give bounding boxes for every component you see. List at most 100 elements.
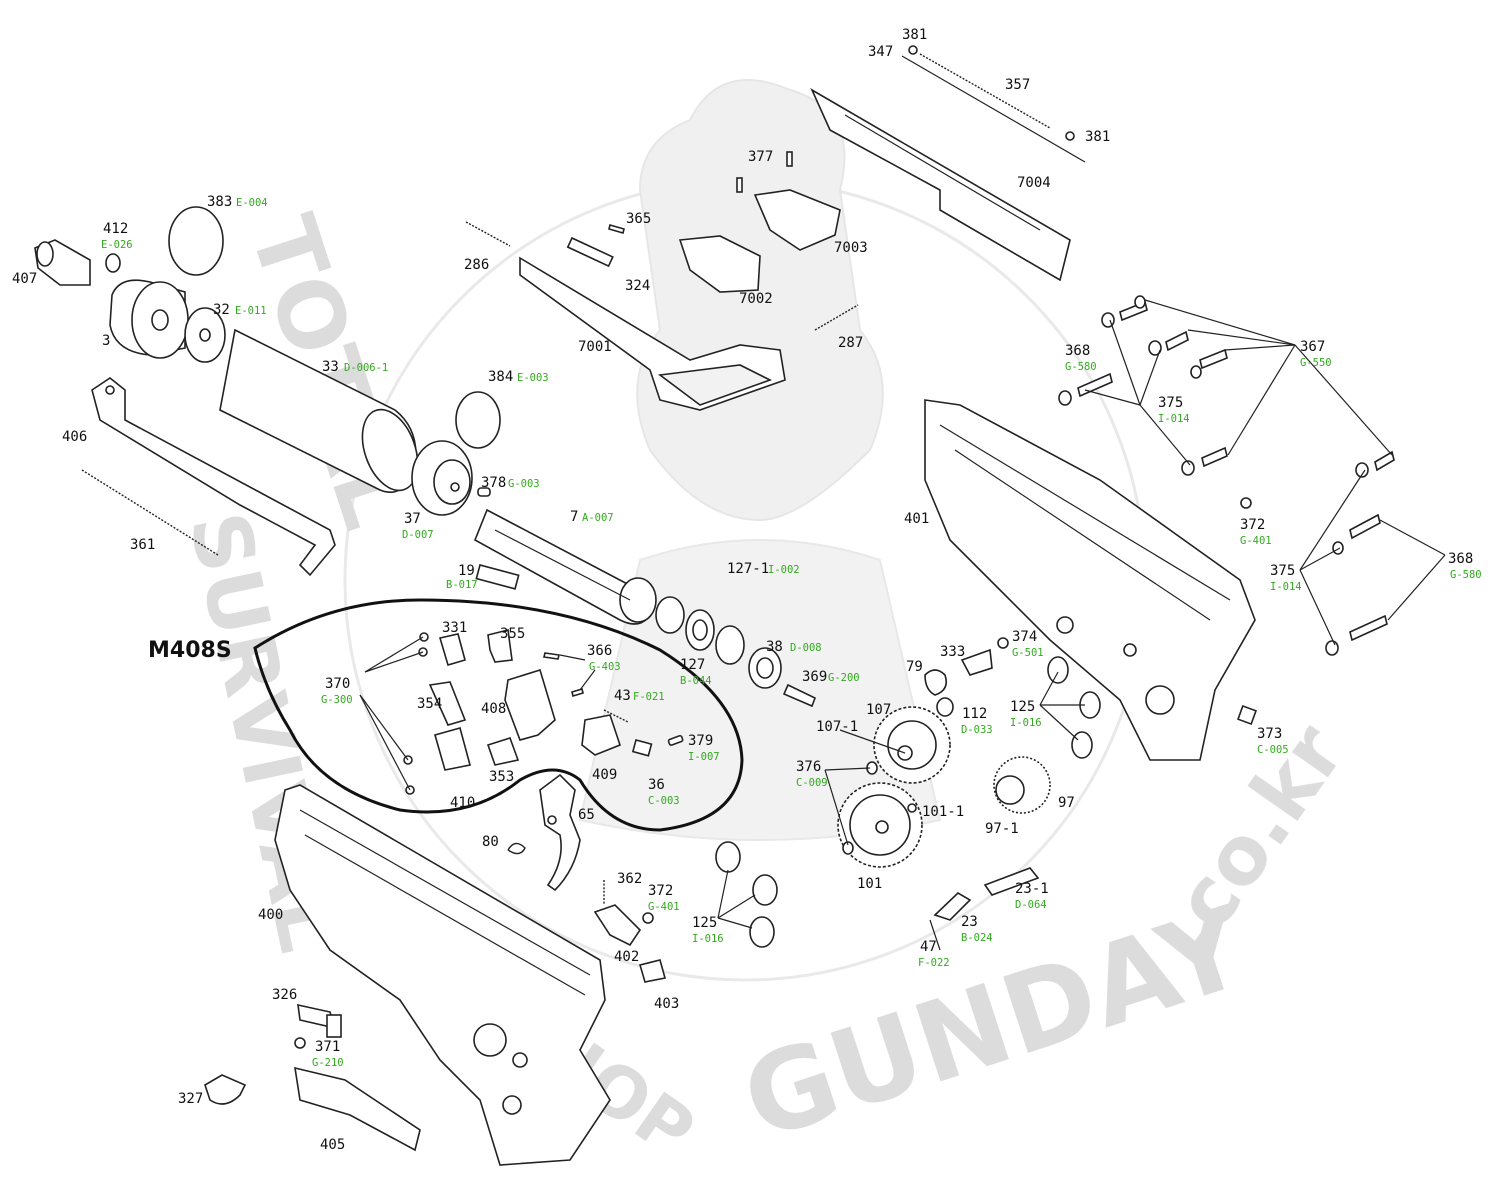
part-code: I-016: [692, 933, 724, 945]
part-label: 412: [103, 221, 129, 237]
part-label: 365: [626, 211, 652, 227]
part-code: G-401: [648, 901, 680, 913]
part-label: 101-1: [922, 804, 965, 820]
pin-369: [782, 683, 817, 708]
leader-lines-gears: [824, 671, 1085, 846]
part-code: B-024: [961, 932, 993, 944]
part-label: 327: [178, 1091, 204, 1107]
gear-97: [993, 756, 1051, 814]
part-code: G-403: [589, 661, 621, 673]
bottom-parts: [204, 1003, 421, 1152]
part-code: I-014: [1158, 413, 1190, 425]
small-parts-top: [465, 151, 859, 331]
part-label: 326: [272, 987, 298, 1003]
part-code: D-064: [1015, 899, 1047, 911]
part-label: 354: [417, 696, 443, 712]
part-code: G-580: [1065, 361, 1097, 373]
pin-378: [477, 487, 491, 497]
part-code: A-007: [582, 512, 614, 524]
parts-402-403: [593, 904, 667, 983]
part-label: 65: [578, 807, 595, 823]
part-code: E-011: [235, 305, 267, 317]
part-code: C-009: [796, 777, 828, 789]
part-label: 112: [962, 706, 988, 722]
latch-7002: [678, 235, 761, 293]
nozzle-407: [34, 239, 91, 286]
part-label: 377: [748, 149, 774, 165]
part-label: 362: [617, 871, 643, 887]
spring-361: [81, 469, 219, 556]
part-code: I-016: [1010, 717, 1042, 729]
part-label: 101: [857, 876, 883, 892]
part-label: 406: [62, 429, 88, 445]
piston-7: [473, 508, 657, 625]
part-label: 107: [866, 702, 892, 718]
part-label: 97: [1058, 795, 1075, 811]
part-code: G-210: [312, 1057, 344, 1069]
spring-80: [507, 842, 526, 855]
part-code: G-580: [1450, 569, 1482, 581]
part-label: 286: [464, 257, 490, 273]
part-label: 97-1: [985, 821, 1019, 837]
leader-lines-right: [1084, 299, 1446, 646]
part-label: 7003: [834, 240, 868, 256]
part-label: 127-1: [727, 561, 770, 577]
part-label: 23: [961, 914, 978, 930]
part-code: E-003: [517, 372, 549, 384]
part-label: 373: [1257, 726, 1283, 742]
part-label: 401: [904, 511, 930, 527]
part-code: G-501: [1012, 647, 1044, 659]
receiver-400: [274, 784, 611, 1166]
part-code: G-200: [828, 672, 860, 684]
part-label: 355: [500, 626, 526, 642]
part-code: I-002: [768, 564, 800, 576]
part-label: 370: [325, 676, 351, 692]
part-label: 378: [481, 475, 507, 491]
part-code: B-017: [446, 579, 478, 591]
part-code: F-021: [633, 691, 665, 703]
part-label: 47: [920, 939, 937, 955]
part-label: 333: [940, 644, 966, 660]
top-charging-rod: [901, 45, 1086, 163]
part-code: F-022: [918, 957, 950, 969]
part-label: 367: [1300, 339, 1326, 355]
part-label: 331: [442, 620, 468, 636]
part-label: 361: [130, 537, 156, 553]
bushing-38: [748, 647, 782, 689]
m408s-group-outline: [253, 598, 744, 832]
trigger-65: [539, 773, 581, 892]
part-code: D-006-1: [344, 362, 389, 374]
upper-rail-7004: [810, 88, 1071, 282]
part-label: 384: [488, 369, 514, 385]
part-label: 402: [614, 949, 640, 965]
part-code: G-550: [1300, 357, 1332, 369]
part-label: 7001: [578, 339, 612, 355]
part-label: 357: [1005, 77, 1031, 93]
part-label: 324: [625, 278, 651, 294]
part-label: 405: [320, 1137, 346, 1153]
part-label: 80: [482, 834, 499, 850]
part-code: G-003: [508, 478, 540, 490]
part-label: 376: [796, 759, 822, 775]
part-label: 368: [1065, 343, 1091, 359]
o-ring-412: [105, 253, 121, 273]
part-label: 374: [1012, 629, 1038, 645]
part-label: 107-1: [816, 719, 859, 735]
part-label: 287: [838, 335, 864, 351]
part-code: D-033: [961, 724, 993, 736]
part-label: 407: [12, 271, 38, 287]
receiver-401: [924, 399, 1256, 761]
part-code: E-004: [236, 197, 268, 209]
part-code: E-026: [101, 239, 133, 251]
part-label: 33: [322, 359, 339, 375]
gear-107: [873, 706, 951, 784]
small-gear-parts: [842, 637, 1040, 951]
part-label: 381: [902, 27, 928, 43]
part-label: 127: [680, 657, 706, 673]
bearings-125-left: [715, 841, 778, 948]
part-code: I-014: [1270, 581, 1302, 593]
part-label: 409: [592, 767, 618, 783]
part-code: B-044: [680, 675, 712, 687]
part-label: 36: [648, 777, 665, 793]
